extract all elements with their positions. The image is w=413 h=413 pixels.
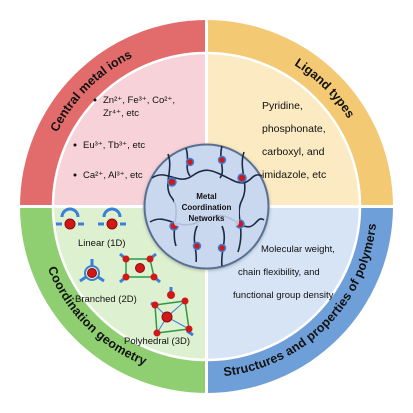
ligand-line-1: Pyridine, bbox=[262, 100, 303, 112]
polymer-properties-list: Molecular weight, chain flexibility, and… bbox=[233, 244, 335, 301]
metal-node bbox=[192, 241, 202, 251]
branched-2d-icons: Branched (2D) bbox=[75, 252, 161, 305]
metal-node bbox=[167, 177, 177, 187]
ligand-line-2: phosphonate, bbox=[262, 123, 326, 135]
branched-network-icon bbox=[119, 252, 161, 284]
linear-node-icon bbox=[98, 207, 126, 230]
center-label-backdrop bbox=[174, 190, 239, 226]
metal-node bbox=[185, 157, 195, 167]
metal-ions-group-2: Eu³⁺, Tb³⁺, etc bbox=[83, 140, 145, 151]
polyhedral-3d-icon bbox=[150, 287, 194, 337]
bullet-dot bbox=[73, 143, 77, 147]
metal-ions-group-3: Ca²⁺, Al³⁺, etc bbox=[83, 170, 143, 181]
metal-node bbox=[217, 243, 227, 253]
polymer-line-1: Molecular weight, bbox=[261, 244, 335, 255]
linear-1d-icons: Linear (1D) bbox=[56, 207, 126, 249]
bullet-dot bbox=[73, 173, 77, 177]
ligand-line-4: imidazole, etc bbox=[262, 169, 326, 181]
polymer-line-2: chain flexibility, and bbox=[238, 267, 320, 278]
label-branched-2d: Branched (2D) bbox=[75, 294, 137, 305]
center-title-line-1: Metal bbox=[196, 192, 216, 201]
ring-inner-border bbox=[51, 51, 362, 362]
metal-node-markers bbox=[167, 155, 247, 253]
branched-node-icon bbox=[79, 259, 105, 283]
label-polyhedral-3d: Polyhedral (3D) bbox=[124, 336, 190, 347]
label-linear-1d: Linear (1D) bbox=[78, 238, 126, 249]
ligand-types-list: Pyridine, phosphonate, carboxyl, and imi… bbox=[262, 100, 326, 181]
linear-node-icon bbox=[56, 207, 84, 230]
center-title-line-3: Networks bbox=[188, 214, 225, 223]
center-title-line-2: Coordination bbox=[182, 203, 232, 212]
ligand-line-3: carboxyl, and bbox=[262, 146, 325, 158]
bullet-dot bbox=[93, 98, 97, 102]
metal-ions-list: Zn²⁺, Fe³⁺, Co²⁺, Zr⁴⁺, etc Eu³⁺, Tb³⁺, … bbox=[73, 95, 175, 181]
metal-ions-group-1-line-2: Zr⁴⁺, etc bbox=[103, 108, 139, 119]
polymer-line-3: functional group density bbox=[233, 290, 334, 301]
metal-ions-group-1-line-1: Zn²⁺, Fe³⁺, Co²⁺, bbox=[103, 95, 175, 106]
metal-node bbox=[237, 173, 247, 183]
metal-node bbox=[217, 155, 227, 165]
